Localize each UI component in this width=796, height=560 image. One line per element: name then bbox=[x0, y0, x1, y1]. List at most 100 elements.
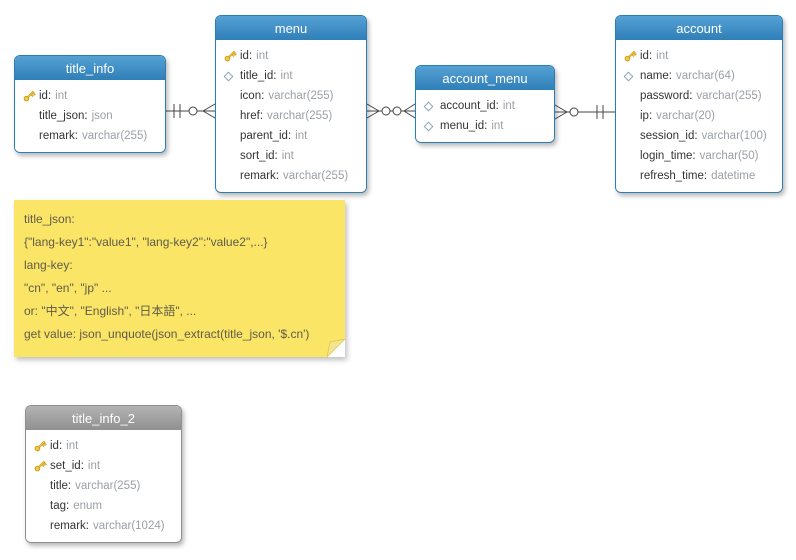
field-type: int bbox=[656, 50, 669, 62]
field-type: int bbox=[281, 150, 294, 162]
field-type: int bbox=[87, 460, 101, 472]
note-line: title_json: bbox=[24, 212, 75, 226]
crow-foot-icon bbox=[554, 104, 568, 113]
field-type: int bbox=[55, 90, 68, 102]
table-field-row[interactable]: tag enum bbox=[26, 496, 181, 516]
field-type: varchar(255) bbox=[267, 110, 333, 122]
table-field-row[interactable]: login_time varchar(50) bbox=[616, 146, 782, 166]
field-name: title_json bbox=[39, 110, 88, 122]
table-field-row[interactable]: menu_id int bbox=[416, 116, 554, 136]
field-name: icon bbox=[240, 90, 264, 102]
table-title[interactable]: title_info_2 bbox=[26, 406, 181, 432]
table-title_info_2[interactable]: title_info_2 id int set_id int title var… bbox=[25, 405, 182, 543]
field-name: session_id bbox=[640, 130, 698, 142]
table-field-row[interactable]: remark varchar(255) bbox=[15, 126, 165, 146]
primary-key-icon bbox=[33, 439, 50, 453]
primary-key-icon bbox=[33, 459, 50, 473]
field-type: int bbox=[502, 100, 515, 112]
primary-key-icon bbox=[623, 49, 640, 63]
field-type: datetime bbox=[711, 170, 756, 182]
crow-foot-icon bbox=[366, 103, 380, 112]
table-field-list: id int name varchar(64) password varchar… bbox=[616, 42, 782, 192]
crow-foot-icon bbox=[202, 110, 216, 119]
field-type: int bbox=[491, 120, 504, 132]
field-name: id bbox=[640, 50, 652, 62]
field-name: refresh_time bbox=[640, 170, 707, 182]
table-field-row[interactable]: remark varchar(1024) bbox=[26, 516, 181, 536]
relationship-menu-account_menu[interactable] bbox=[366, 103, 416, 119]
field-name: remark bbox=[39, 130, 78, 142]
table-field-row[interactable]: title varchar(255) bbox=[26, 476, 181, 496]
crow-foot-icon bbox=[403, 103, 416, 112]
field-type: json bbox=[91, 110, 113, 122]
field-type: varchar(1024) bbox=[92, 520, 165, 532]
primary-key-icon bbox=[223, 49, 240, 63]
table-field-row[interactable]: account_id int bbox=[416, 96, 554, 116]
table-field-row[interactable]: id int bbox=[26, 436, 181, 456]
field-type: varchar(255) bbox=[282, 170, 349, 182]
crow-foot-icon bbox=[554, 111, 568, 120]
foreign-key-icon bbox=[423, 121, 440, 131]
field-type: varchar(255) bbox=[268, 90, 334, 102]
table-title[interactable]: account bbox=[616, 16, 782, 42]
field-name: account_id bbox=[440, 100, 499, 112]
field-name: tag bbox=[50, 500, 69, 512]
unique-index-icon bbox=[623, 71, 640, 81]
note-line: get value: json_unquote(json_extract(tit… bbox=[24, 327, 310, 341]
relationship-account_menu-account[interactable] bbox=[554, 104, 615, 120]
note-line: "cn", "en", "jp" ... bbox=[24, 281, 112, 295]
table-field-row[interactable]: href varchar(255) bbox=[216, 106, 366, 126]
table-title[interactable]: menu bbox=[216, 16, 366, 42]
table-field-row[interactable]: ip varchar(20) bbox=[616, 106, 782, 126]
table-field-row[interactable]: set_id int bbox=[26, 456, 181, 476]
table-field-row[interactable]: refresh_time datetime bbox=[616, 166, 782, 186]
note-line: lang-key: bbox=[24, 258, 73, 272]
table-field-row[interactable]: id int bbox=[616, 46, 782, 66]
field-name: title bbox=[50, 480, 71, 492]
table-field-row[interactable]: name varchar(64) bbox=[616, 66, 782, 86]
field-type: varchar(100) bbox=[701, 130, 767, 142]
table-field-row[interactable]: session_id varchar(100) bbox=[616, 126, 782, 146]
relationship-title_info-menu[interactable] bbox=[166, 103, 216, 119]
table-field-list: id int title_id int icon varchar(255) hr… bbox=[216, 42, 366, 192]
field-type: int bbox=[66, 440, 79, 452]
table-field-list: id int set_id int title varchar(255) tag… bbox=[26, 432, 181, 542]
table-account[interactable]: account id int name varchar(64) password… bbox=[615, 15, 783, 193]
table-field-row[interactable]: remark varchar(255) bbox=[216, 166, 366, 186]
table-field-row[interactable]: password varchar(255) bbox=[616, 86, 782, 106]
table-title[interactable]: title_info bbox=[15, 56, 165, 82]
field-name: password bbox=[640, 90, 692, 102]
field-type: enum bbox=[73, 500, 102, 512]
table-field-row[interactable]: id int bbox=[15, 86, 165, 106]
table-account_menu[interactable]: account_menu account_id int menu_id int bbox=[415, 65, 555, 143]
table-field-list: account_id int menu_id int bbox=[416, 92, 554, 142]
zero-circle-icon bbox=[569, 107, 579, 117]
field-name: title_id bbox=[240, 70, 276, 82]
crow-foot-icon bbox=[366, 110, 380, 119]
crow-foot-icon bbox=[403, 110, 416, 119]
zero-circle-icon bbox=[188, 106, 198, 116]
field-type: varchar(255) bbox=[75, 480, 141, 492]
field-name: id bbox=[39, 90, 51, 102]
table-menu[interactable]: menu id int title_id int icon varchar(25… bbox=[215, 15, 367, 193]
sticky-note[interactable]: title_json: {"lang-key1":"value1", "lang… bbox=[14, 200, 345, 357]
table-field-list: id int title_json json remark varchar(25… bbox=[15, 82, 165, 152]
field-type: varchar(64) bbox=[675, 70, 735, 82]
table-field-row[interactable]: title_id int bbox=[216, 66, 366, 86]
table-field-row[interactable]: title_json json bbox=[15, 106, 165, 126]
table-title_info[interactable]: title_info id int title_json json remark… bbox=[14, 55, 166, 153]
field-name: menu_id bbox=[440, 120, 487, 132]
field-name: id bbox=[240, 50, 252, 62]
table-field-row[interactable]: id int bbox=[216, 46, 366, 66]
foreign-key-icon bbox=[223, 71, 240, 81]
field-type: varchar(50) bbox=[699, 150, 759, 162]
note-line: or: "中文", "English", "日本語", ... bbox=[24, 304, 197, 318]
field-name: login_time bbox=[640, 150, 696, 162]
table-field-row[interactable]: icon varchar(255) bbox=[216, 86, 366, 106]
field-name: name bbox=[640, 70, 672, 82]
table-field-row[interactable]: sort_id int bbox=[216, 146, 366, 166]
table-field-row[interactable]: parent_id int bbox=[216, 126, 366, 146]
table-title[interactable]: account_menu bbox=[416, 66, 554, 92]
